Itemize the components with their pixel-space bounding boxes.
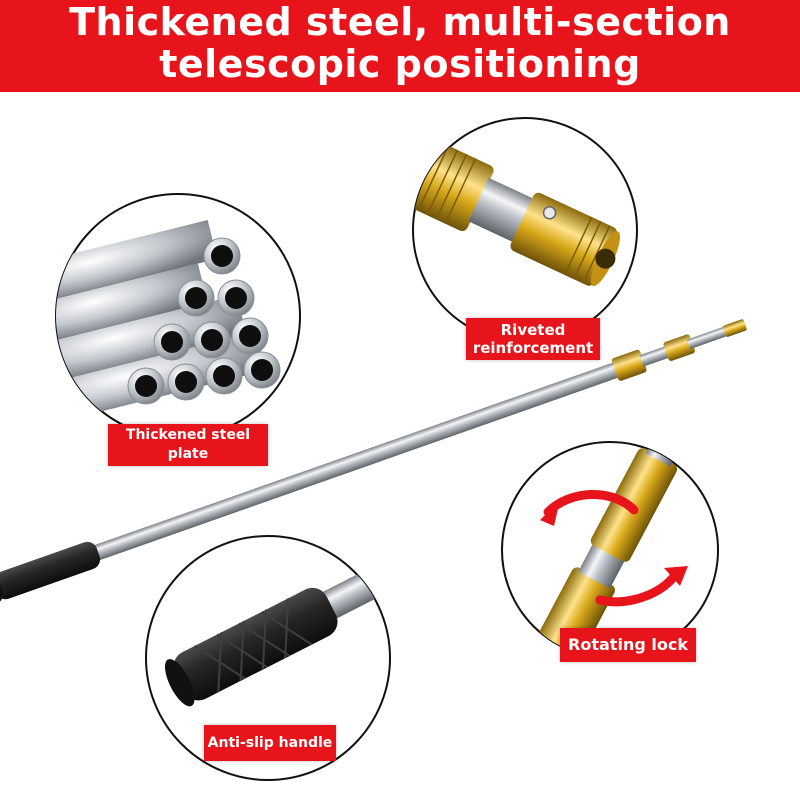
rotating-lock-label: Rotating lock [560,628,696,662]
title-line-1: Thickened steel, multi-section [69,0,731,44]
plate-label-line-1: Thickened steel [125,427,251,443]
riveted-reinforcement-label: Riveted reinforcement [466,318,600,360]
product-illustration [0,117,747,781]
rivet-label-line-1: Riveted [500,321,566,339]
riveted-joint-circle [412,117,638,343]
telescopic-pole [0,319,747,603]
steel-pipes-circle [55,193,301,439]
title-line-2: telescopic positioning [159,42,641,86]
title-banner: Thickened steel, multi-section telescopi… [0,0,800,92]
thickened-steel-plate-label: Thickened steel plate [108,424,268,466]
anti-slip-handle-label: Anti-slip handle [204,725,336,761]
rivet-label-line-2: reinforcement [472,339,594,357]
plate-label-line-2: plate [167,446,209,462]
